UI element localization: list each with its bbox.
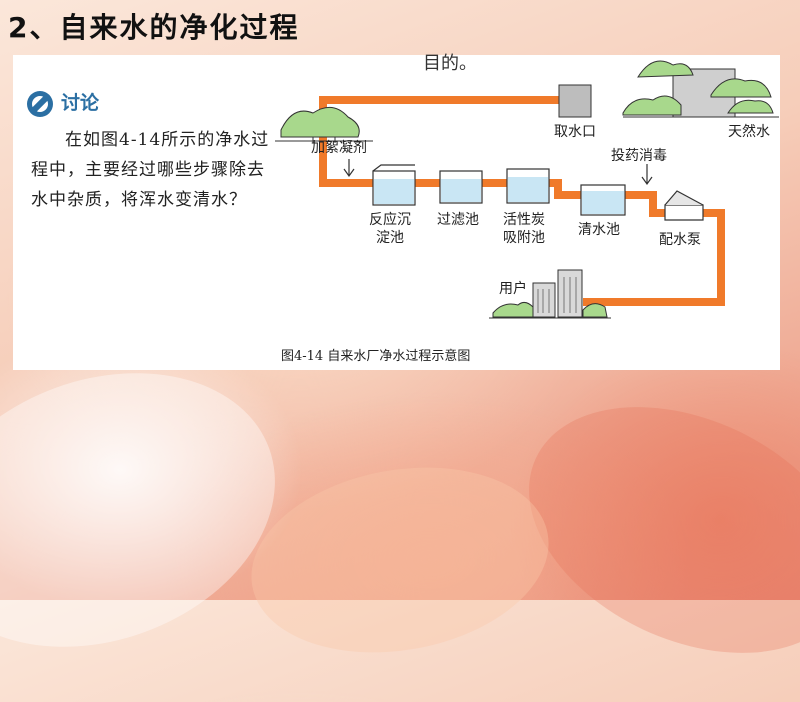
label-clear-water: 清水池 — [578, 222, 620, 238]
cut-off-text: 目的。 — [423, 53, 477, 74]
tank-filter — [439, 170, 483, 204]
disinfect-arrow — [641, 164, 653, 186]
label-intake: 取水口 — [554, 124, 596, 140]
pump-house — [664, 190, 704, 221]
intake-box — [558, 84, 592, 118]
natural-water-scene — [622, 60, 779, 118]
discussion-question: 在如图4-14所示的净水过程中，主要经过哪些步骤除去水中杂质，将浑水变清水？ — [31, 130, 270, 210]
label-sedimentation: 反应沉 淀池 — [369, 211, 411, 247]
label-flocculant: 加絮凝剂 — [311, 140, 367, 156]
page-title: 2、自来水的净化过程 — [8, 11, 300, 44]
content-panel: 目的。 讨论 在如图4-14所示的净水过程中，主要经过哪些步骤除去水中杂质，将浑… — [13, 53, 780, 370]
discussion-icon — [27, 91, 53, 117]
label-disinfect: 投药消毒 — [611, 148, 667, 164]
label-activated-carbon-line2: 吸附池 — [503, 230, 545, 246]
figure-caption: 图4-14 自来水厂净水过程示意图 — [281, 349, 471, 364]
water-purification-diagram — [275, 60, 779, 319]
tank-clear-water — [580, 184, 626, 216]
label-activated-carbon-line1: 活性炭 — [503, 212, 545, 228]
label-pump: 配水泵 — [659, 232, 701, 248]
tank-sedimentation — [372, 164, 416, 206]
label-activated-carbon: 活性炭 吸附池 — [503, 211, 545, 247]
trees-left — [275, 106, 373, 143]
discussion-label: 讨论 — [61, 92, 100, 114]
label-natural-water: 天然水 — [728, 124, 770, 140]
background-petal — [236, 445, 564, 675]
tank-activated-carbon — [506, 168, 550, 204]
user-buildings — [489, 269, 611, 319]
label-sedimentation-line2: 淀池 — [376, 230, 404, 246]
flocculant-arrow — [343, 159, 355, 178]
label-filter: 过滤池 — [437, 212, 479, 228]
label-user: 用户 — [499, 281, 527, 297]
label-sedimentation-line1: 反应沉 — [369, 212, 411, 228]
background-petal — [0, 326, 314, 694]
